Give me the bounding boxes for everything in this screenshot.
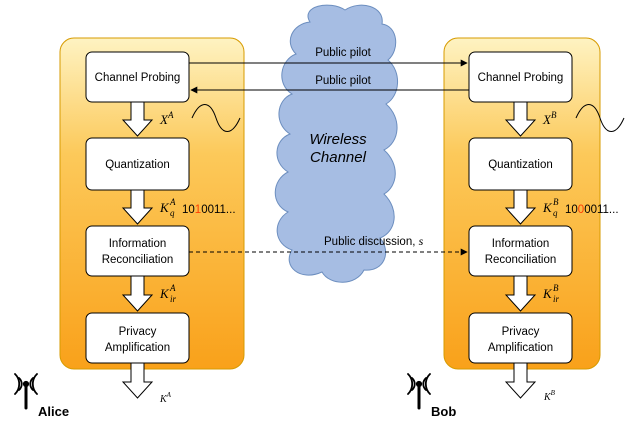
channel-title-line1: Wireless	[309, 131, 367, 148]
svg-text:Reconciliation: Reconciliation	[102, 254, 174, 266]
bob-final-key-label: KB	[543, 389, 556, 403]
svg-text:K: K	[542, 286, 553, 301]
alice-name: Alice	[38, 404, 69, 419]
alice-x-label: XA	[159, 110, 174, 127]
svg-text:Reconciliation: Reconciliation	[485, 254, 557, 266]
alice-privacy-amplification-block: Privacy Amplification	[85, 312, 190, 364]
pilot-arrow-to-bob: Public pilot	[189, 47, 468, 67]
bob-signal-wave	[575, 104, 625, 132]
bob-flow-arrows	[504, 101, 537, 399]
bob-antenna-icon	[407, 373, 431, 410]
bob-information-reconciliation-block: Information Reconciliation	[468, 225, 573, 277]
bob-x-label: XB	[542, 110, 557, 127]
svg-text:Privacy: Privacy	[119, 326, 157, 338]
alice-flow-arrows	[121, 101, 154, 399]
svg-text:Information: Information	[109, 238, 167, 250]
alice-final-key-label: KA	[159, 391, 172, 405]
svg-text:Information: Information	[492, 238, 550, 250]
svg-text:Amplification: Amplification	[488, 342, 553, 354]
bob-name: Bob	[431, 404, 456, 419]
alice-kq-label: K A q	[159, 197, 176, 218]
alice-panel	[59, 37, 245, 370]
svg-text:q: q	[553, 208, 558, 218]
svg-text:Privacy: Privacy	[502, 326, 540, 338]
svg-text:B: B	[553, 197, 559, 207]
pilot-label-to-bob: Public pilot	[315, 47, 371, 59]
wireless-channel-cloud: Wireless Channel	[274, 4, 398, 283]
svg-text:Amplification: Amplification	[105, 342, 170, 354]
svg-text:K: K	[159, 286, 170, 301]
svg-text:q: q	[170, 208, 175, 218]
svg-text:Channel Probing: Channel Probing	[478, 72, 564, 84]
public-discussion-arrow: Public discussion, s	[189, 234, 468, 256]
svg-text:ir: ir	[553, 294, 560, 304]
alice-channel-probing-block: Channel Probing	[85, 51, 190, 103]
svg-text:Channel Probing: Channel Probing	[95, 72, 181, 84]
svg-text:K: K	[159, 200, 170, 215]
alice-kir-label: K A ir	[159, 283, 177, 304]
svg-text:A: A	[169, 283, 176, 293]
svg-text:A: A	[169, 197, 176, 207]
public-discussion-label: Public discussion, s	[324, 234, 424, 248]
svg-text:B: B	[553, 283, 559, 293]
bob-kq-label: K B q	[542, 197, 559, 218]
svg-text:ir: ir	[170, 294, 177, 304]
svg-text:K: K	[542, 200, 553, 215]
bob-quantization-block: Quantization	[468, 137, 573, 191]
alice-key-bits: 1010011...	[182, 204, 236, 216]
alice-quantization-block: Quantization	[85, 137, 190, 191]
svg-text:Quantization: Quantization	[105, 159, 170, 171]
bob-privacy-amplification-block: Privacy Amplification	[468, 312, 573, 364]
bob-channel-probing-block: Channel Probing	[468, 51, 573, 103]
alice-information-reconciliation-block: Information Reconciliation	[85, 225, 190, 277]
bob-kir-label: K B ir	[542, 283, 560, 304]
pilot-label-to-alice: Public pilot	[315, 75, 371, 87]
svg-text:Quantization: Quantization	[488, 159, 553, 171]
bob-key-bits: 1000011...	[565, 204, 619, 216]
alice-antenna-icon	[14, 373, 38, 410]
pilot-arrow-to-alice: Public pilot	[190, 75, 469, 94]
alice-signal-wave	[191, 104, 241, 132]
channel-title-line2: Channel	[310, 149, 367, 166]
